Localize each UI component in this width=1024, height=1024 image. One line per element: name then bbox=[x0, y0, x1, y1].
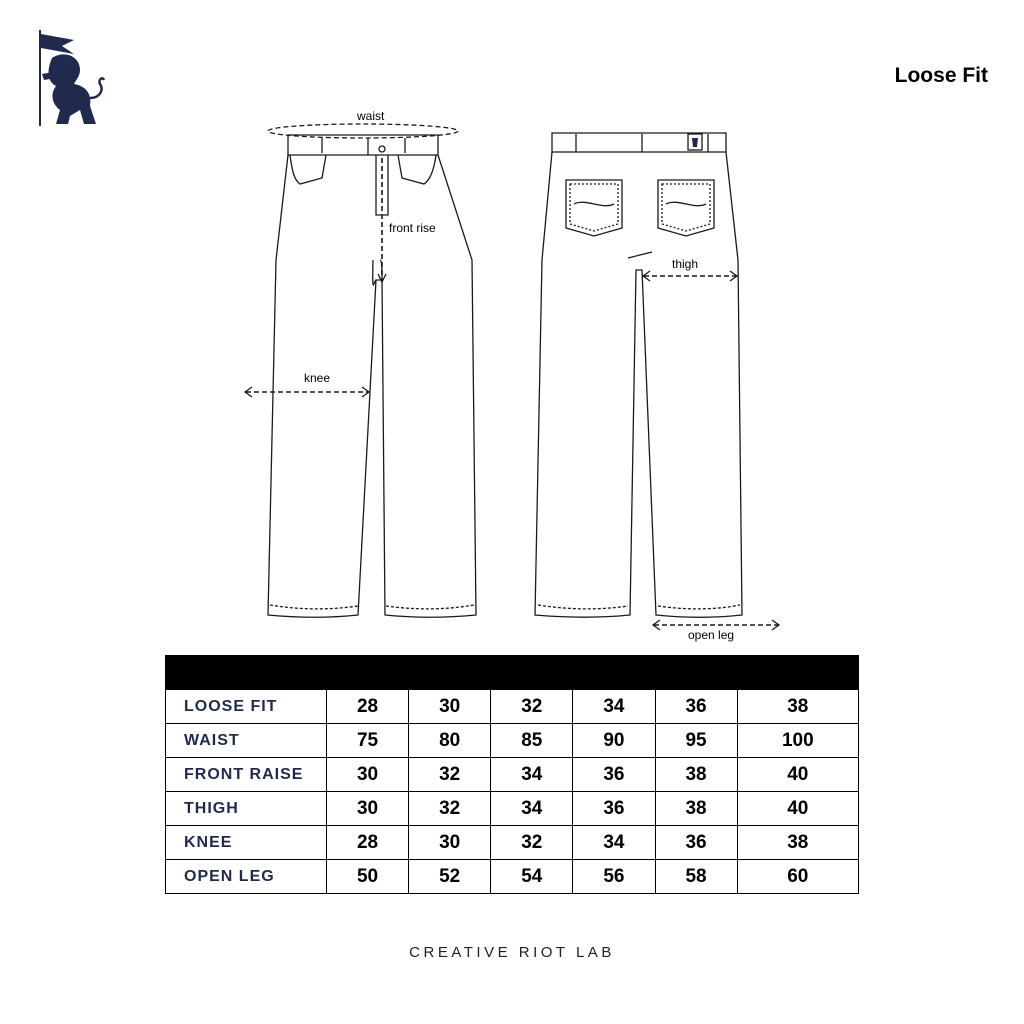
row-label: WAIST bbox=[165, 723, 327, 758]
table-cell: 30 bbox=[408, 689, 492, 724]
table-cell: 36 bbox=[572, 757, 656, 792]
row-label: FRONT RAISE bbox=[165, 757, 327, 792]
table-cell: 95 bbox=[654, 723, 738, 758]
table-cell: 100 bbox=[736, 723, 860, 758]
table-cell: 34 bbox=[490, 791, 574, 826]
table-cell: 34 bbox=[490, 757, 574, 792]
table-row: WAIST 75 80 85 90 95 100 bbox=[165, 723, 860, 758]
lion-flag-logo-icon bbox=[39, 30, 106, 126]
brand-footer: CREATIVE RIOT LAB bbox=[409, 944, 615, 961]
label-front-rise: front rise bbox=[389, 221, 436, 235]
label-knee: knee bbox=[304, 371, 330, 385]
table-row: THIGH 30 32 34 36 38 40 bbox=[165, 791, 860, 826]
table-cell: 36 bbox=[572, 791, 656, 826]
table-cell: 32 bbox=[490, 689, 574, 724]
row-label: OPEN LEG bbox=[165, 859, 327, 894]
table-cell: 34 bbox=[572, 689, 656, 724]
table-row: FRONT RAISE 30 32 34 36 38 40 bbox=[165, 757, 860, 792]
table-row: KNEE 28 30 32 34 36 38 bbox=[165, 825, 860, 860]
jeans-front-view bbox=[267, 134, 477, 618]
label-waist: waist bbox=[356, 109, 385, 123]
table-cell: 40 bbox=[736, 757, 860, 792]
table-cell: 58 bbox=[654, 859, 738, 894]
table-cell: 60 bbox=[736, 859, 860, 894]
table-cell: 30 bbox=[408, 825, 492, 860]
table-cell: 34 bbox=[572, 825, 656, 860]
table-cell: 32 bbox=[408, 791, 492, 826]
jeans-technical-drawing: waist front rise knee thigh open leg bbox=[243, 109, 781, 642]
table-cell: 56 bbox=[572, 859, 656, 894]
table-cell: 38 bbox=[654, 757, 738, 792]
table-cell: 54 bbox=[490, 859, 574, 894]
table-row: LOOSE FIT 28 30 32 34 36 38 bbox=[165, 689, 860, 724]
label-open-leg: open leg bbox=[688, 628, 734, 642]
row-label: KNEE bbox=[165, 825, 327, 860]
table-cell: 75 bbox=[325, 723, 410, 758]
table-cell: 52 bbox=[408, 859, 492, 894]
size-chart-title: SIZE CHART bbox=[165, 655, 859, 690]
row-label: THIGH bbox=[165, 791, 327, 826]
table-cell: 90 bbox=[572, 723, 656, 758]
size-chart-table: SIZE CHART LOOSE FIT 28 30 32 34 36 38 W… bbox=[165, 655, 860, 894]
table-cell: 30 bbox=[325, 757, 410, 792]
table-cell: 38 bbox=[654, 791, 738, 826]
table-row: OPEN LEG 50 52 54 56 58 60 bbox=[165, 859, 860, 894]
table-cell: 40 bbox=[736, 791, 860, 826]
table-cell: 32 bbox=[490, 825, 574, 860]
table-cell: 36 bbox=[654, 825, 738, 860]
table-cell: 80 bbox=[408, 723, 492, 758]
row-label: LOOSE FIT bbox=[165, 689, 327, 724]
table-cell: 38 bbox=[736, 825, 860, 860]
label-thigh: thigh bbox=[672, 257, 698, 271]
table-cell: 85 bbox=[490, 723, 574, 758]
table-cell: 30 bbox=[325, 791, 410, 826]
table-cell: 28 bbox=[325, 825, 410, 860]
table-cell: 28 bbox=[325, 689, 410, 724]
table-cell: 36 bbox=[654, 689, 738, 724]
fit-title: Loose Fit bbox=[894, 64, 988, 87]
jeans-back-view bbox=[534, 132, 743, 618]
table-cell: 50 bbox=[325, 859, 410, 894]
table-cell: 38 bbox=[736, 689, 860, 724]
table-cell: 32 bbox=[408, 757, 492, 792]
